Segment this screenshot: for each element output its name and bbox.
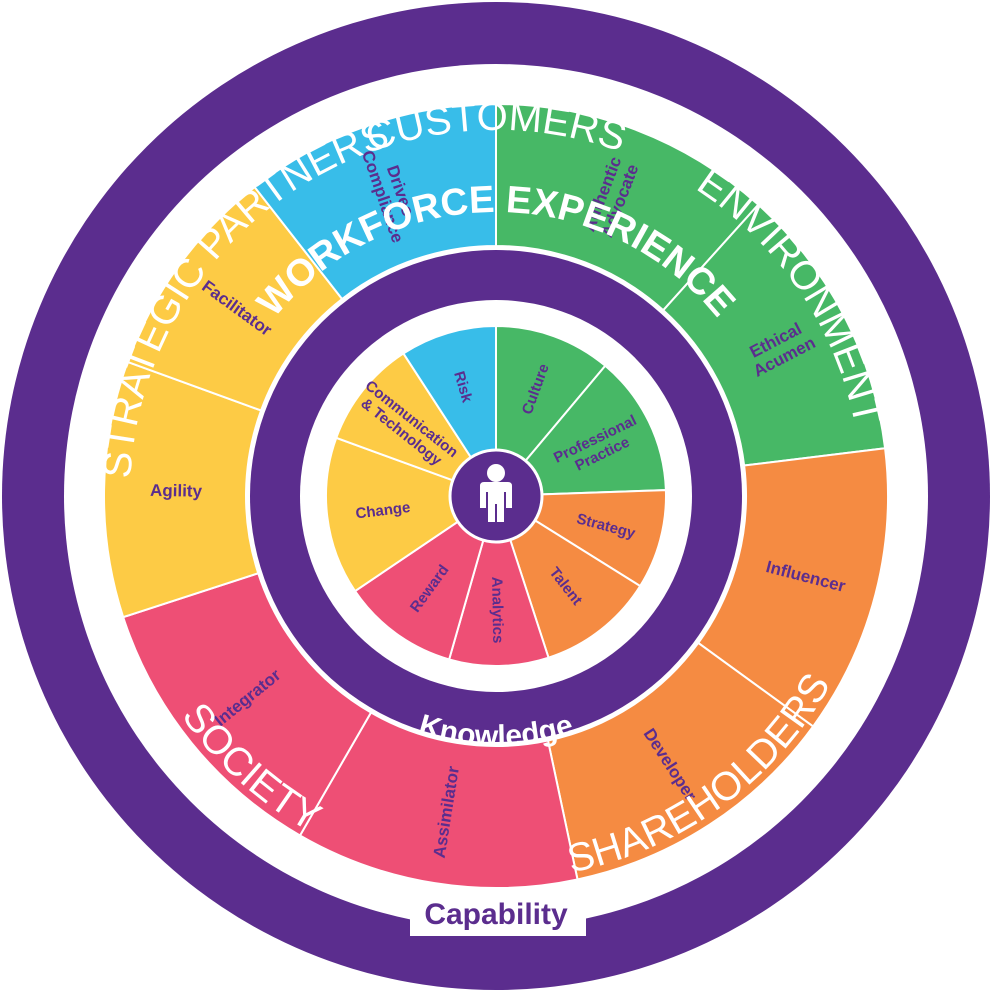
knowledge-label-analytics: Analytics <box>488 577 506 644</box>
knowledge-label-line: Change <box>355 499 412 523</box>
capability-segment-drives <box>253 102 497 301</box>
capability-label-agility: Agility <box>150 481 203 501</box>
capability-label-bg <box>410 890 586 936</box>
knowledge-label-change: Change <box>355 499 412 523</box>
capability-ring: AuthenticAdvocateEthicalAcumenInfluencer… <box>103 102 889 889</box>
knowledge-ring: CultureProfessionalPracticeStrategyTalen… <box>325 324 667 667</box>
capability-label-line: Agility <box>150 481 203 501</box>
label-capability: Capability <box>424 898 568 931</box>
person-icon <box>480 464 512 522</box>
knowledge-label-line: Analytics <box>488 577 506 644</box>
